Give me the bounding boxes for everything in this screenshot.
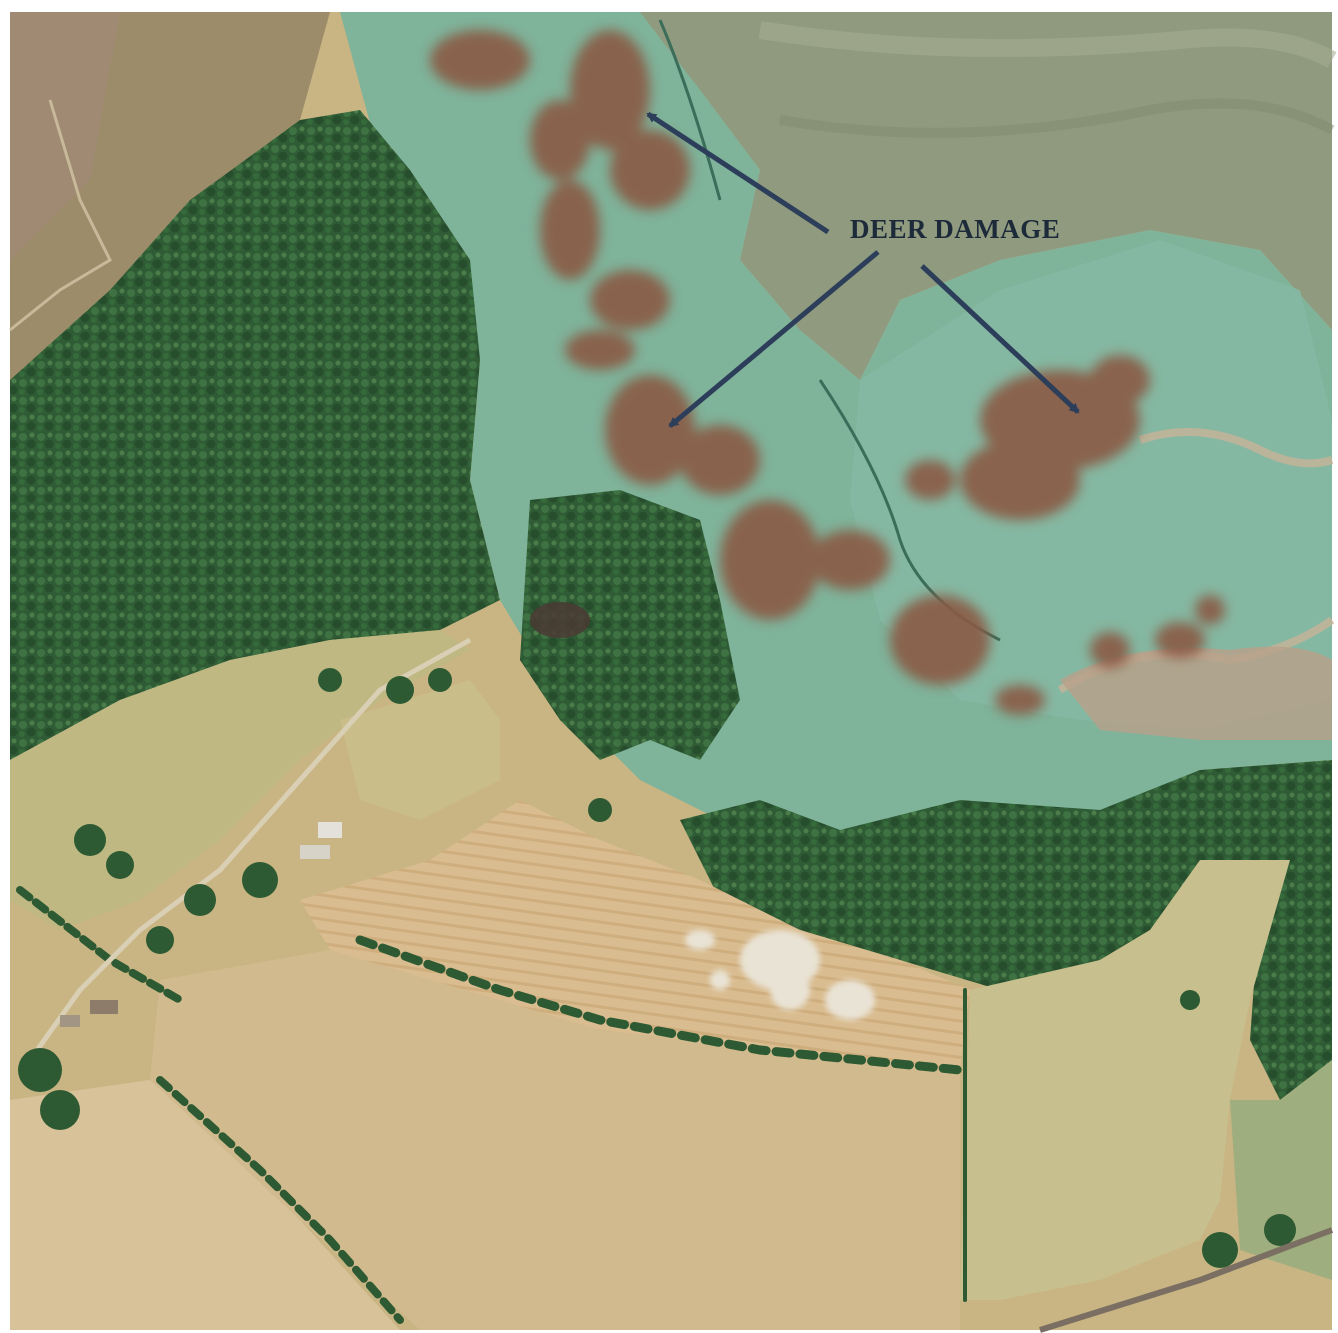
farm-lane (27, 637, 472, 1062)
deer-damage-label: DEER DAMAGE (850, 214, 1061, 244)
photo-content (9, 12, 1337, 1333)
railway (1039, 1227, 1334, 1333)
estuary-water (600, 12, 1332, 380)
field-lower-centre (150, 950, 960, 1330)
deer-damage-patches (430, 30, 1225, 715)
tree-clumps (18, 668, 1296, 1268)
field-lower-right (960, 860, 1290, 1300)
arrow-to-northwest-damage (646, 111, 830, 235)
woodland-east (680, 760, 1332, 1120)
hedgerows (16, 886, 967, 1324)
annotation-arrows (646, 111, 1080, 428)
farm-buildings (60, 822, 342, 1027)
pale-patches (685, 930, 875, 1020)
arrow-to-east-damage (920, 264, 1080, 414)
woodland-west (10, 110, 500, 760)
arrow-to-central-damage (668, 250, 880, 428)
woodland-south (520, 490, 740, 760)
field-lower-left (10, 1080, 400, 1330)
